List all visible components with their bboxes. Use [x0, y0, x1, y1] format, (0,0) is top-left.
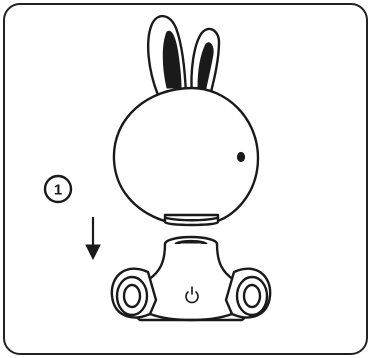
bunny-head — [112, 15, 260, 227]
eye-dot — [236, 151, 246, 163]
left-ear — [147, 15, 188, 97]
right-foot — [224, 267, 272, 319]
power-icon — [185, 286, 199, 304]
step-number-badge: 1 — [43, 174, 73, 204]
down-arrow-icon — [85, 217, 101, 261]
right-ear — [190, 27, 221, 98]
lamp-base — [110, 235, 272, 322]
base-front — [148, 312, 234, 322]
step-number: 1 — [54, 182, 62, 199]
left-foot — [110, 267, 158, 319]
head-shape — [112, 86, 260, 224]
